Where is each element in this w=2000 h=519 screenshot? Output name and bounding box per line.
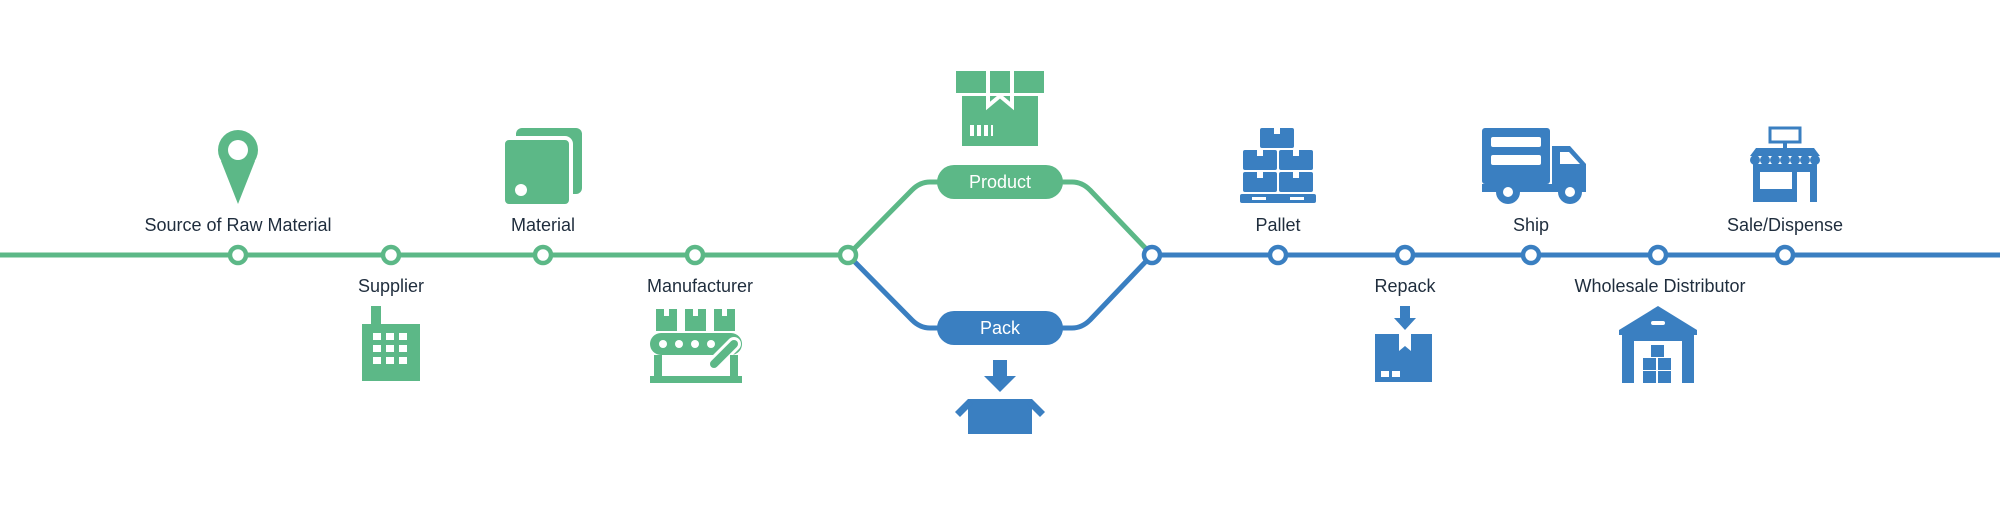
conveyor-belt-icon xyxy=(650,309,742,383)
label-pallet: Pallet xyxy=(1255,215,1301,235)
map-pin-icon xyxy=(218,130,258,204)
stacked-sheets-icon xyxy=(501,128,582,208)
delivery-truck-icon xyxy=(1482,128,1586,204)
product-box-icon xyxy=(956,71,1044,146)
node-merge xyxy=(1141,244,1163,266)
repack-box-icon xyxy=(1375,306,1432,382)
label-pack: Pack xyxy=(937,311,1063,345)
label-material: Material xyxy=(510,215,576,235)
node-manufacturer xyxy=(684,244,706,266)
warehouse-icon xyxy=(1619,306,1697,383)
label-wholesale: Wholesale Distributor xyxy=(1574,276,1746,296)
node-repack xyxy=(1394,244,1416,266)
node-split xyxy=(837,244,859,266)
node-ship xyxy=(1520,244,1542,266)
label-repack: Repack xyxy=(1374,276,1436,296)
storefront-icon xyxy=(1750,126,1820,202)
pallet-boxes-icon xyxy=(1240,128,1316,203)
label-sale: Sale/Dispense xyxy=(1726,215,1844,235)
label-source: Source of Raw Material xyxy=(144,215,332,235)
label-supplier: Supplier xyxy=(357,276,425,296)
node-source xyxy=(227,244,249,266)
node-material xyxy=(532,244,554,266)
label-product: Product xyxy=(937,165,1063,199)
node-sale xyxy=(1774,244,1796,266)
node-supplier xyxy=(380,244,402,266)
label-ship: Ship xyxy=(1512,215,1550,235)
factory-building-icon xyxy=(362,306,420,381)
label-manufacturer: Manufacturer xyxy=(646,276,754,296)
open-box-arrow-icon xyxy=(955,360,1045,434)
node-wholesale xyxy=(1647,244,1669,266)
node-pallet xyxy=(1267,244,1289,266)
